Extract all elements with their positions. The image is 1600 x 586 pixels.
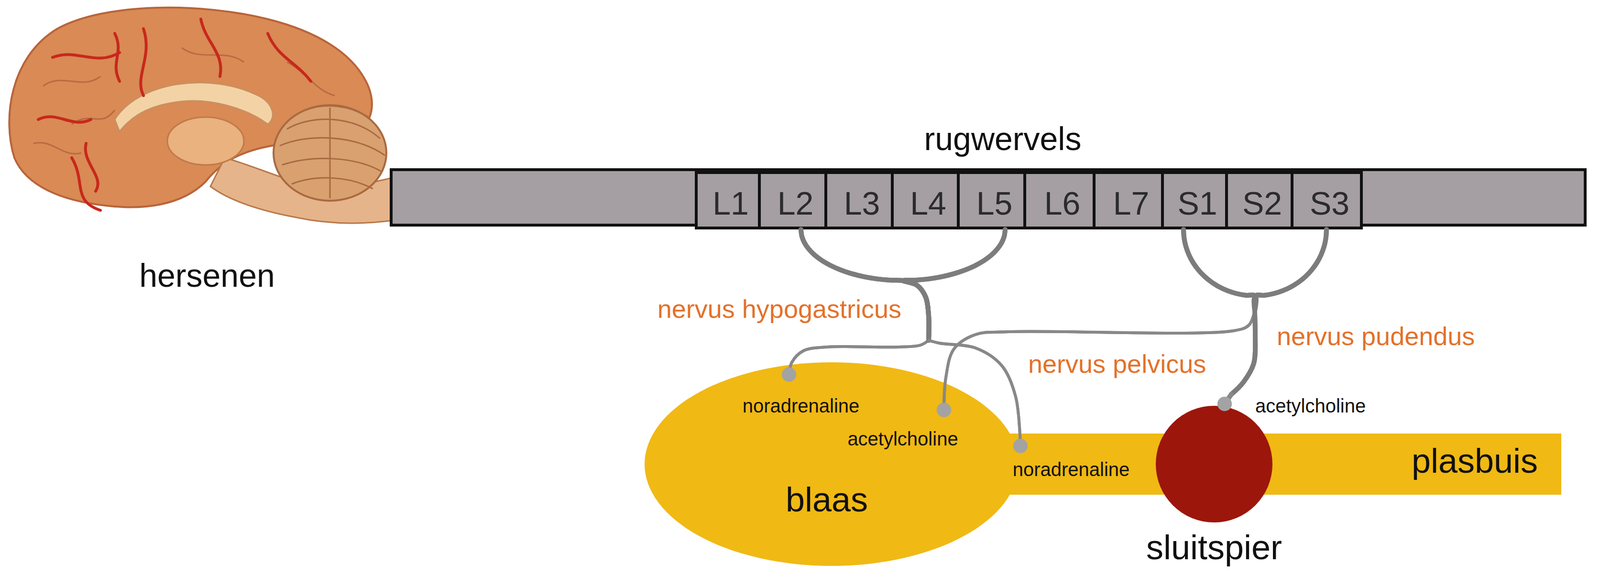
neurotransmitter-label: noradrenaline [1012, 459, 1130, 481]
nerve-branch [1224, 394, 1232, 405]
nerve-trunk [800, 229, 930, 341]
nerve-trunk [1254, 229, 1327, 311]
nerve-branch [943, 310, 1255, 411]
nerve-connector [1217, 229, 1327, 412]
bladder-shape [644, 362, 1019, 567]
node-text: S2 [1242, 185, 1283, 222]
vertebra-segment: L5 [956, 171, 1027, 230]
neurotransmitter-label: acetylcholine [847, 428, 958, 450]
node-text: L7 [1113, 185, 1150, 222]
node-text: L3 [843, 185, 881, 222]
nerve-name: nervus hypogastricus [657, 295, 902, 324]
gyri-lines [33, 47, 335, 154]
cerebellum-folia [279, 106, 385, 199]
nerve-connector [902, 229, 1028, 454]
thalamus-shape [167, 117, 244, 165]
brain-illustration [0, 0, 397, 240]
node-text: blaas [785, 481, 868, 519]
synapse-dot [781, 367, 797, 383]
nerve-name: nervus pudendus [1276, 322, 1475, 351]
neurotransmitter-label: noradrenaline [742, 395, 860, 417]
nerve-name: nervus pelvicus [1028, 350, 1206, 379]
synapse-dot [1013, 438, 1028, 454]
nerve-connector [936, 229, 1327, 418]
vertebra-segment: S3 [1290, 171, 1363, 230]
vertebra-segment: S2 [1225, 171, 1294, 230]
node-heading: rugwervels [924, 120, 1082, 157]
blood-vessels [38, 19, 311, 211]
nerve-branch [1224, 394, 1232, 405]
vertebra-segment: L1 [694, 171, 761, 230]
node-text: S3 [1309, 185, 1350, 222]
nerve-trunk [800, 229, 930, 341]
bladder-shape: blaas [644, 362, 1019, 567]
node-text: L2 [777, 185, 814, 222]
vertebra-segment: L6 [1023, 171, 1096, 230]
nerve-connector [936, 229, 1257, 418]
synapse-dot [781, 367, 797, 383]
nerve-trunk [1231, 229, 1327, 395]
node-text: plasbuis [1411, 442, 1538, 481]
nerve-connector [800, 229, 1028, 454]
nerve-branch [789, 340, 929, 375]
vertebra-segment: L7 [1092, 171, 1164, 230]
bladder-shape-outline [644, 362, 1019, 567]
synapse-dot [1013, 438, 1028, 454]
vertebra-segment: L2 [757, 171, 828, 230]
nerve-connector [1183, 229, 1257, 412]
vertebra-segment: L4 [890, 171, 960, 230]
node-text: S1 [1177, 185, 1217, 222]
cerebellum-shape [273, 105, 387, 201]
node-text: L4 [909, 185, 947, 222]
synapse-dot [936, 403, 952, 418]
sphincter-circle [1155, 405, 1273, 523]
node-text: L1 [712, 185, 749, 222]
sphincter-circle: sluitspier [1155, 405, 1273, 523]
vertebra-segment: L3 [824, 171, 894, 230]
nerve-trunk [902, 229, 1006, 341]
synapse-dot [1217, 396, 1232, 412]
nerve-trunk [1183, 229, 1257, 311]
neurotransmitter-label: acetylcholine [1255, 395, 1366, 417]
nerve-trunk [902, 229, 1006, 341]
nerve-branch [943, 310, 1255, 411]
vertebra-segment: S1 [1161, 171, 1228, 230]
organ-label: hersenen [139, 257, 275, 294]
spinal-cord-bar: rugwervelsL1L2L3L4L5L6L7S1S2S3 [389, 168, 1587, 227]
synapse-dot [1217, 396, 1232, 412]
nerve-branch [789, 340, 929, 375]
sphincter-circle-outline [1155, 405, 1273, 523]
node-heading: sluitspier [1146, 528, 1283, 567]
synapse-dot [936, 403, 952, 418]
node-text: L5 [976, 185, 1013, 222]
node-text: L6 [1044, 185, 1081, 222]
